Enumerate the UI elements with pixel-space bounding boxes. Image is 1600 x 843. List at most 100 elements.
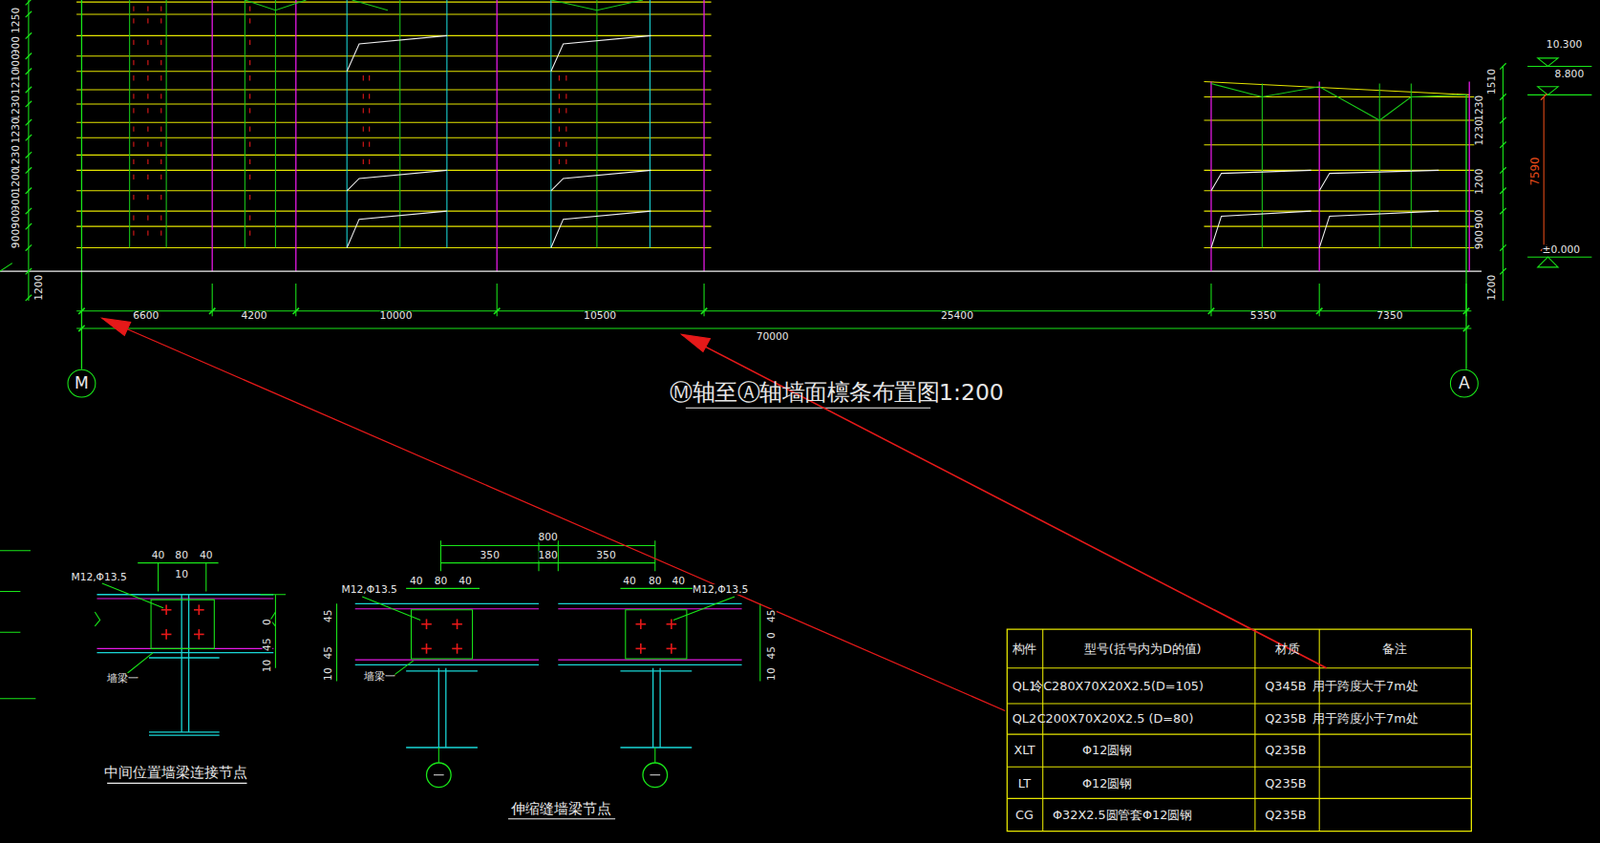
dimension-line [76, 327, 1472, 329]
ground-line [0, 271, 1482, 273]
rod-mark [132, 159, 134, 165]
dimension-text: 10 [323, 667, 335, 682]
level-line [1527, 65, 1592, 67]
dimension-text: 1200 [11, 167, 22, 193]
dim-tick [25, 151, 32, 158]
table-rule [1006, 704, 1472, 705]
dim-tick [1499, 141, 1506, 148]
table-cell: 型号(括号内为D的值) [1084, 642, 1201, 656]
window-outline [346, 170, 448, 191]
title-underline [685, 407, 931, 409]
axis-circle [426, 763, 452, 789]
table-cell: LT [1018, 777, 1031, 790]
dimension-text: 45 [766, 646, 777, 661]
brace [1211, 84, 1467, 121]
window-outline [1211, 170, 1439, 248]
column-line [496, 0, 498, 272]
table-rule [1042, 629, 1044, 832]
beam-flange [355, 603, 743, 665]
rod-mark [132, 214, 134, 220]
break-line [94, 612, 276, 627]
dimension-text: 1200 [1474, 169, 1486, 195]
dimension-text: 0 [766, 632, 777, 640]
dim-tick [25, 223, 32, 230]
window-outline [551, 35, 652, 71]
rod-mark [249, 5, 251, 11]
dimension-text: M12,Φ13.5 [70, 572, 127, 583]
dim-tick [25, 53, 32, 60]
dimension-text: 80 [174, 551, 189, 562]
dim-tick [25, 188, 32, 194]
dimension-line [1543, 96, 1545, 248]
sag-rod-line [1410, 84, 1412, 249]
leader-line [128, 653, 154, 674]
dim-tick [25, 0, 32, 5]
dim-tick [25, 11, 32, 18]
rod-mark [132, 141, 134, 147]
rod-mark [249, 194, 251, 200]
dimension-text: 45 [766, 609, 777, 623]
rod-mark [160, 214, 162, 220]
dimension-text: 10.300 [1546, 40, 1582, 51]
dimension-text: 10500 [583, 311, 617, 322]
dimension-text: 1200 [1486, 275, 1497, 301]
dimension-text: 1510 [1486, 68, 1497, 95]
axis-letter: A [1458, 375, 1471, 392]
dimension-line [337, 603, 761, 682]
table-cell: Φ12圆钢 [1082, 777, 1132, 790]
rod-mark [147, 75, 149, 81]
rod-mark [147, 60, 149, 65]
rod-mark [160, 174, 162, 180]
brace [244, 0, 643, 11]
dimension-text: 1230 [1474, 119, 1486, 146]
dim-tick [1208, 308, 1215, 315]
roof-girt [1203, 81, 1470, 95]
wall-girt [76, 154, 711, 156]
bolt-mark [165, 604, 168, 616]
rod-mark [147, 93, 149, 99]
dim-tick [1499, 208, 1506, 214]
column-web [438, 668, 661, 748]
table-cell: 材质 [1275, 642, 1301, 656]
wall-girt [76, 226, 711, 228]
dim-tick [25, 134, 32, 141]
dimension-text: 900 [1474, 209, 1486, 229]
bolt-mark [426, 643, 428, 655]
column-line [212, 0, 214, 272]
rod-mark [132, 40, 134, 45]
dimension-text: 1230 [11, 117, 22, 144]
dimension-text: 45 [262, 638, 274, 652]
dimension-text: 80 [648, 576, 662, 588]
sag-rod-line [128, 0, 130, 249]
rod-mark [368, 159, 370, 165]
wall-girt [76, 247, 711, 249]
rod-mark [249, 60, 251, 65]
table-cell: Q235B [1264, 713, 1306, 726]
column-line [1319, 81, 1321, 272]
rod-mark [132, 60, 134, 65]
rod-mark [249, 18, 251, 23]
rod-mark [368, 93, 370, 99]
dim-tick [209, 308, 215, 315]
rod-mark [147, 18, 149, 23]
column-line [703, 0, 704, 272]
rod-mark [249, 107, 251, 113]
rod-mark [249, 214, 251, 220]
wall-girt [76, 190, 711, 192]
rod-mark [558, 75, 560, 81]
sag-rod-line [1261, 84, 1263, 249]
dimension-text: 中间位置墙梁连接节点 [104, 765, 248, 780]
dim-tick [25, 68, 32, 75]
dimension-text: 25400 [940, 311, 974, 322]
axis-mark [649, 774, 661, 776]
dimension-text: 45 [323, 646, 335, 661]
rod-mark [249, 126, 251, 131]
dim-tick [25, 101, 32, 107]
dim-tick [25, 119, 32, 126]
dimension-text: 40 [199, 551, 214, 562]
table-cell: 用于跨度小于7m处 [1312, 713, 1418, 726]
table-cell: Q235B [1264, 809, 1306, 822]
dimension-text: M12,Φ13.5 [692, 584, 748, 596]
level-line [1527, 94, 1592, 96]
